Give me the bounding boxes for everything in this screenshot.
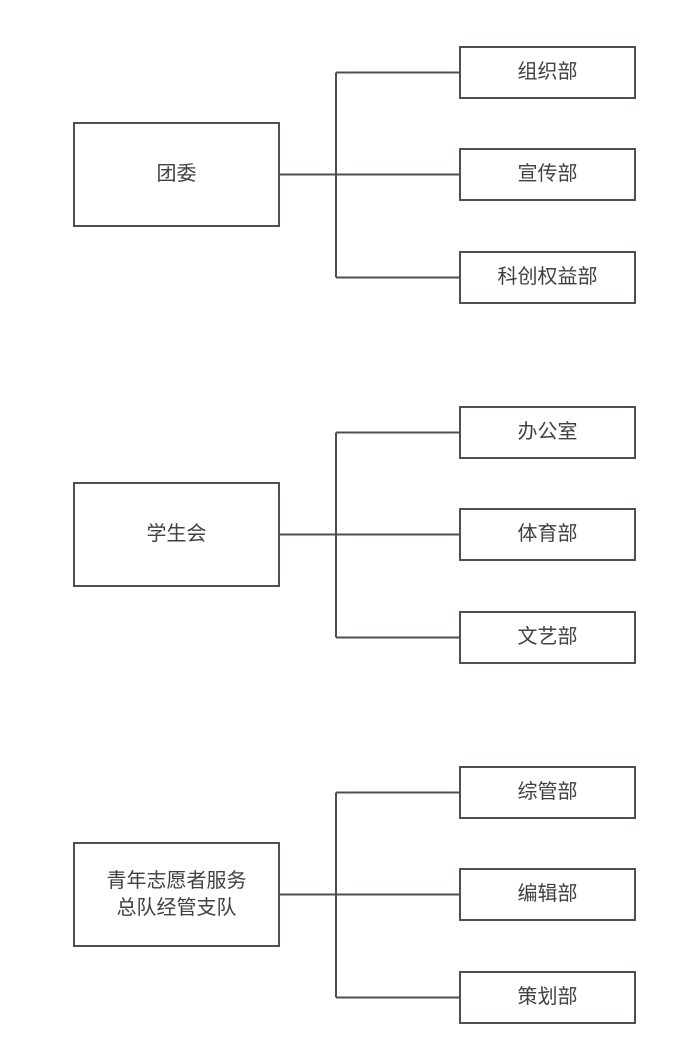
org-node-parent: 青年志愿者服务 总队经管支队 <box>73 842 280 947</box>
node-label: 编辑部 <box>517 883 578 905</box>
org-node-child: 策划部 <box>459 971 636 1024</box>
node-label-line2: 总队经管支队 <box>116 896 237 919</box>
org-node-child: 组织部 <box>459 46 636 99</box>
org-group-tuanwei: 团委 组织部 宣传部 科创权益部 <box>0 0 692 331</box>
connector-lines <box>280 431 459 639</box>
org-node-child: 办公室 <box>459 406 636 459</box>
org-node-parent: 学生会 <box>73 482 280 587</box>
node-label: 办公室 <box>517 421 578 443</box>
connector-lines <box>280 791 459 999</box>
node-label: 团委 <box>156 163 197 185</box>
node-label: 体育部 <box>517 523 578 545</box>
node-label: 科创权益部 <box>497 266 598 288</box>
org-node-parent: 团委 <box>73 122 280 227</box>
org-group-xueshenghui: 学生会 办公室 体育部 文艺部 <box>0 360 692 691</box>
org-node-child: 科创权益部 <box>459 251 636 304</box>
node-label: 学生会 <box>146 523 207 545</box>
node-label: 综管部 <box>517 781 578 803</box>
node-label: 青年志愿者服务 <box>106 869 247 892</box>
org-node-child: 体育部 <box>459 508 636 561</box>
node-label: 宣传部 <box>517 163 578 185</box>
node-label: 文艺部 <box>517 626 578 648</box>
org-node-child: 宣传部 <box>459 148 636 201</box>
node-label: 策划部 <box>517 986 578 1008</box>
org-node-child: 综管部 <box>459 766 636 819</box>
org-group-zhiyuanzhe: 青年志愿者服务 总队经管支队 综管部 编辑部 策划部 <box>0 720 692 1051</box>
node-label: 组织部 <box>517 61 578 83</box>
org-node-child: 编辑部 <box>459 868 636 921</box>
org-node-child: 文艺部 <box>459 611 636 664</box>
connector-lines <box>280 71 459 279</box>
